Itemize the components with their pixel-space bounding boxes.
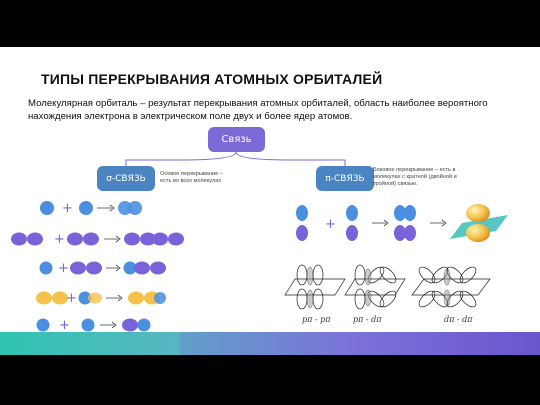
pi-plane-dd [411, 266, 491, 308]
caption-dd: dπ - dπ [444, 315, 473, 324]
sigma-row-ps-orange: + [36, 291, 166, 306]
orbital-diagram: + + + + [11, 151, 508, 333]
sigma-bond-node: σ-СВЯЗЬ [97, 166, 155, 191]
sigma-row-pp: + [11, 232, 184, 247]
sigma-row-sd: + [36, 318, 151, 333]
caption-pd: pπ - dπ [353, 315, 382, 324]
svg-text:+: + [325, 217, 336, 232]
definition-text: Молекулярная орбиталь – результат перекр… [28, 98, 488, 122]
connector-right [235, 151, 346, 166]
pi-plane-pd [344, 264, 406, 310]
footer-bar [0, 332, 540, 355]
slide: ТИПЫ ПЕРЕКРЫВАНИЯ АТОМНЫХ ОРБИТАЛЕЙ Моле… [0, 47, 540, 355]
pi-row-top: + [296, 204, 508, 242]
pi-note: Боковое перекрывание – есть в молекулах … [373, 167, 457, 187]
page-title: ТИПЫ ПЕРЕКРЫВАНИЯ АТОМНЫХ ОРБИТАЛЕЙ [41, 71, 383, 87]
svg-text:+: + [59, 318, 70, 333]
pi-plane-pp [284, 264, 346, 310]
connector-left [125, 151, 237, 166]
sigma-note: Осевое перекрывание – есть во всех молек… [160, 171, 223, 184]
bond-node: Связь [208, 127, 265, 152]
svg-text:+: + [62, 201, 73, 216]
svg-text:+: + [58, 261, 69, 276]
sigma-row-ss: + [40, 201, 142, 216]
svg-text:+: + [54, 232, 65, 247]
caption-pp: pπ - pπ [302, 315, 331, 324]
sigma-row-sp: + [39, 261, 166, 276]
pi-bond-node: π-СВЯЗЬ [316, 166, 374, 191]
svg-text:+: + [66, 291, 77, 306]
footer-accent [0, 332, 180, 355]
